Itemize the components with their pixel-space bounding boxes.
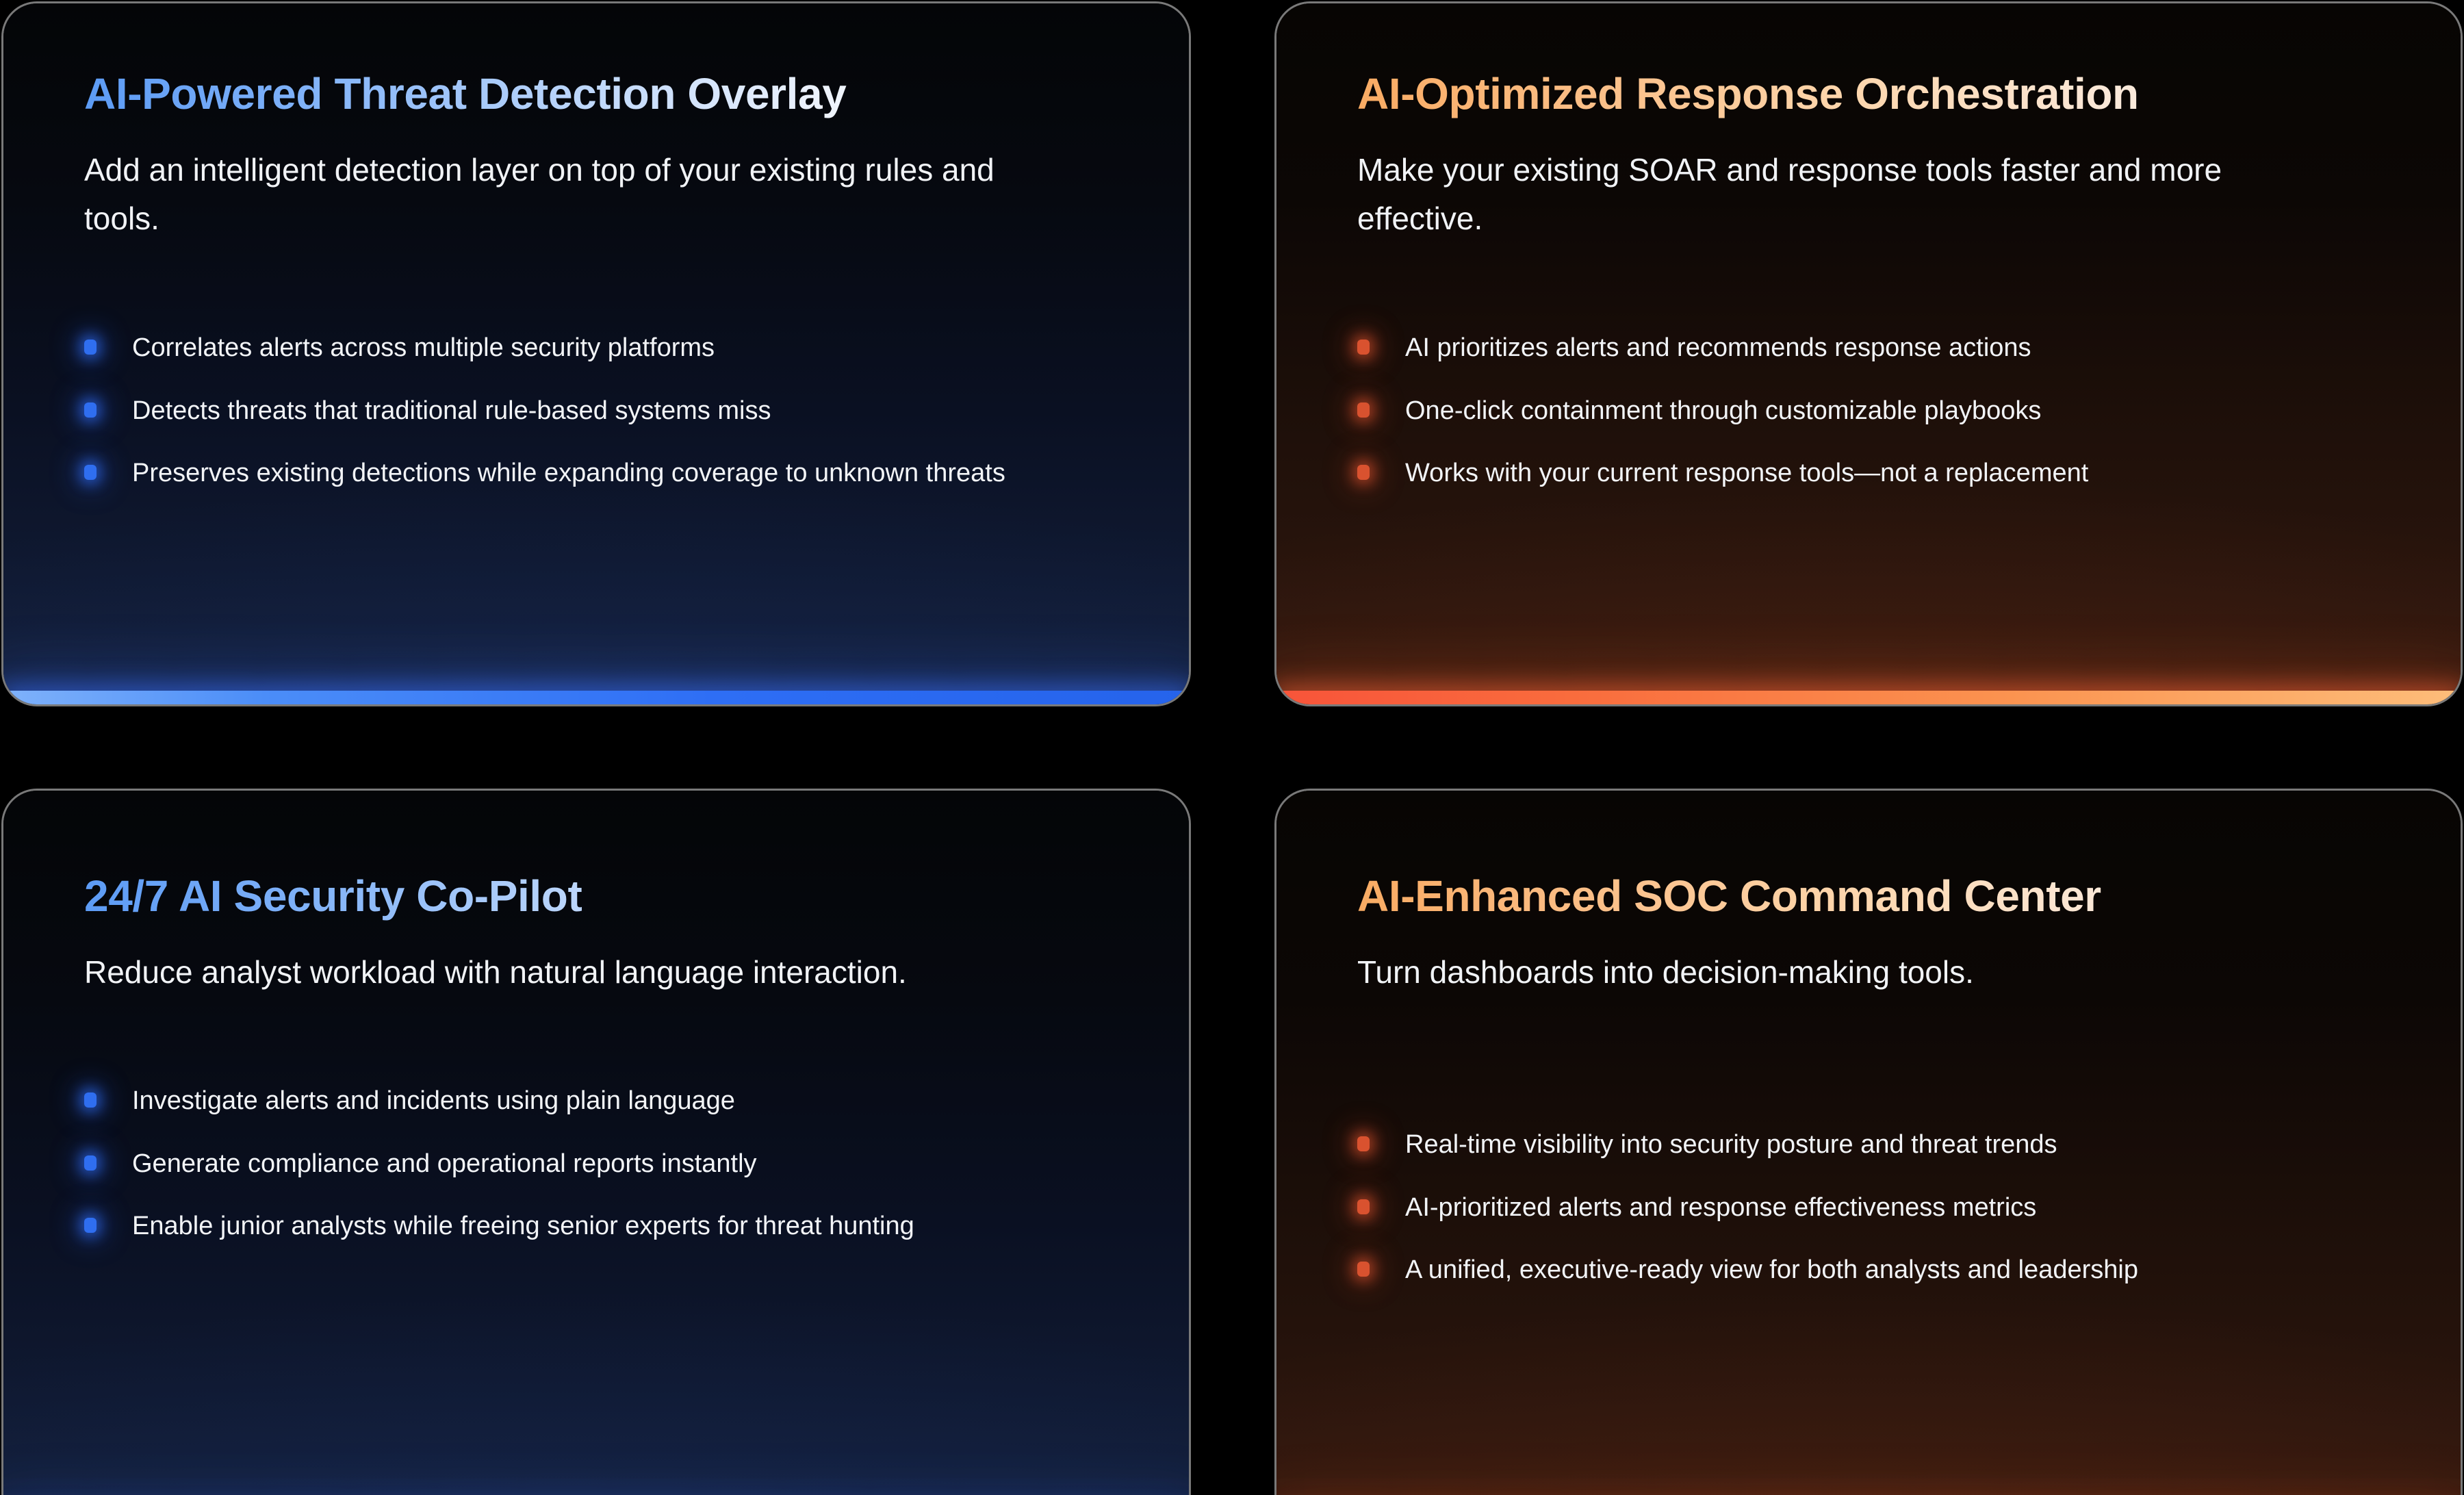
card-title: AI-Powered Threat Detection Overlay	[84, 69, 1114, 120]
bullet-marker-icon	[1357, 1136, 1370, 1152]
list-item: Preserves existing detections while expa…	[84, 452, 1083, 495]
bullet-marker-icon	[84, 465, 97, 481]
list-item-label: One-click containment through customizab…	[1405, 396, 2042, 425]
list-item: Correlates alerts across multiple securi…	[84, 327, 1083, 370]
bullet-marker-icon	[1357, 465, 1370, 481]
card-feature-list: AI prioritizes alerts and recommends res…	[1357, 327, 2385, 495]
card-feature-list: Investigate alerts and incidents using p…	[84, 1080, 1114, 1248]
card-content: 24/7 AI Security Co-Pilot Reduce analyst…	[3, 791, 1189, 1248]
bullet-marker-icon	[84, 1155, 97, 1171]
card-title: AI-Optimized Response Orchestration	[1357, 69, 2385, 120]
card-accent-bar	[3, 691, 1189, 704]
card-title: AI-Enhanced SOC Command Center	[1357, 871, 2385, 922]
list-item-label: Works with your current response tools—n…	[1405, 459, 2089, 488]
card-subtitle: Make your existing SOAR and response too…	[1357, 151, 2222, 237]
list-item-label: Detects threats that traditional rule-ba…	[132, 396, 771, 425]
list-item: Detects threats that traditional rule-ba…	[84, 390, 1083, 433]
bullet-marker-icon	[1357, 1262, 1370, 1277]
bullet-marker-icon	[84, 402, 97, 418]
list-item: AI-prioritized alerts and response effec…	[1357, 1187, 2357, 1229]
capability-card-soc-command[interactable]: AI-Enhanced SOC Command Center Turn dash…	[1274, 789, 2463, 1495]
card-content: AI-Powered Threat Detection Overlay Add …	[3, 3, 1189, 495]
capability-card-threat-detection[interactable]: AI-Powered Threat Detection Overlay Add …	[1, 1, 1191, 706]
list-item: Investigate alerts and incidents using p…	[84, 1080, 1083, 1123]
list-item-label: Preserves existing detections while expa…	[132, 459, 1005, 488]
card-accent-bar	[1276, 691, 2461, 704]
list-item: Works with your current response tools—n…	[1357, 452, 2357, 495]
list-item-label: A unified, executive-ready view for both…	[1405, 1255, 2138, 1285]
list-item: A unified, executive-ready view for both…	[1357, 1249, 2357, 1292]
card-title: 24/7 AI Security Co-Pilot	[84, 871, 1114, 922]
card-subtitle: Add an intelligent detection layer on to…	[84, 151, 994, 237]
bullet-marker-icon	[1357, 1199, 1370, 1214]
list-item-label: AI-prioritized alerts and response effec…	[1405, 1192, 2037, 1222]
list-item: Enable junior analysts while freeing sen…	[84, 1205, 1083, 1248]
card-content: AI-Enhanced SOC Command Center Turn dash…	[1276, 791, 2461, 1292]
bullet-marker-icon	[84, 1218, 97, 1234]
capability-card-copilot[interactable]: 24/7 AI Security Co-Pilot Reduce analyst…	[1, 789, 1191, 1495]
list-item: Real-time visibility into security postu…	[1357, 1124, 2357, 1166]
card-feature-list: Correlates alerts across multiple securi…	[84, 327, 1114, 495]
card-subtitle: Turn dashboards into decision-making too…	[1357, 954, 1974, 990]
card-feature-list: Real-time visibility into security postu…	[1357, 1124, 2385, 1292]
bullet-marker-icon	[1357, 402, 1370, 418]
list-item: Generate compliance and operational repo…	[84, 1143, 1083, 1186]
list-item-label: Generate compliance and operational repo…	[132, 1149, 757, 1178]
capability-card-response-orchestration[interactable]: AI-Optimized Response Orchestration Make…	[1274, 1, 2463, 706]
list-item-label: Enable junior analysts while freeing sen…	[132, 1212, 914, 1241]
list-item: One-click containment through customizab…	[1357, 390, 2357, 433]
list-item-label: AI prioritizes alerts and recommends res…	[1405, 333, 2031, 363]
bullet-marker-icon	[84, 340, 97, 355]
bullet-marker-icon	[1357, 340, 1370, 355]
list-item-label: Real-time visibility into security postu…	[1405, 1130, 2057, 1160]
bullet-marker-icon	[84, 1092, 97, 1108]
list-item-label: Investigate alerts and incidents using p…	[132, 1086, 735, 1116]
card-subtitle: Reduce analyst workload with natural lan…	[84, 954, 907, 990]
list-item: AI prioritizes alerts and recommends res…	[1357, 327, 2357, 370]
list-item-label: Correlates alerts across multiple securi…	[132, 333, 715, 363]
card-content: AI-Optimized Response Orchestration Make…	[1276, 3, 2461, 495]
